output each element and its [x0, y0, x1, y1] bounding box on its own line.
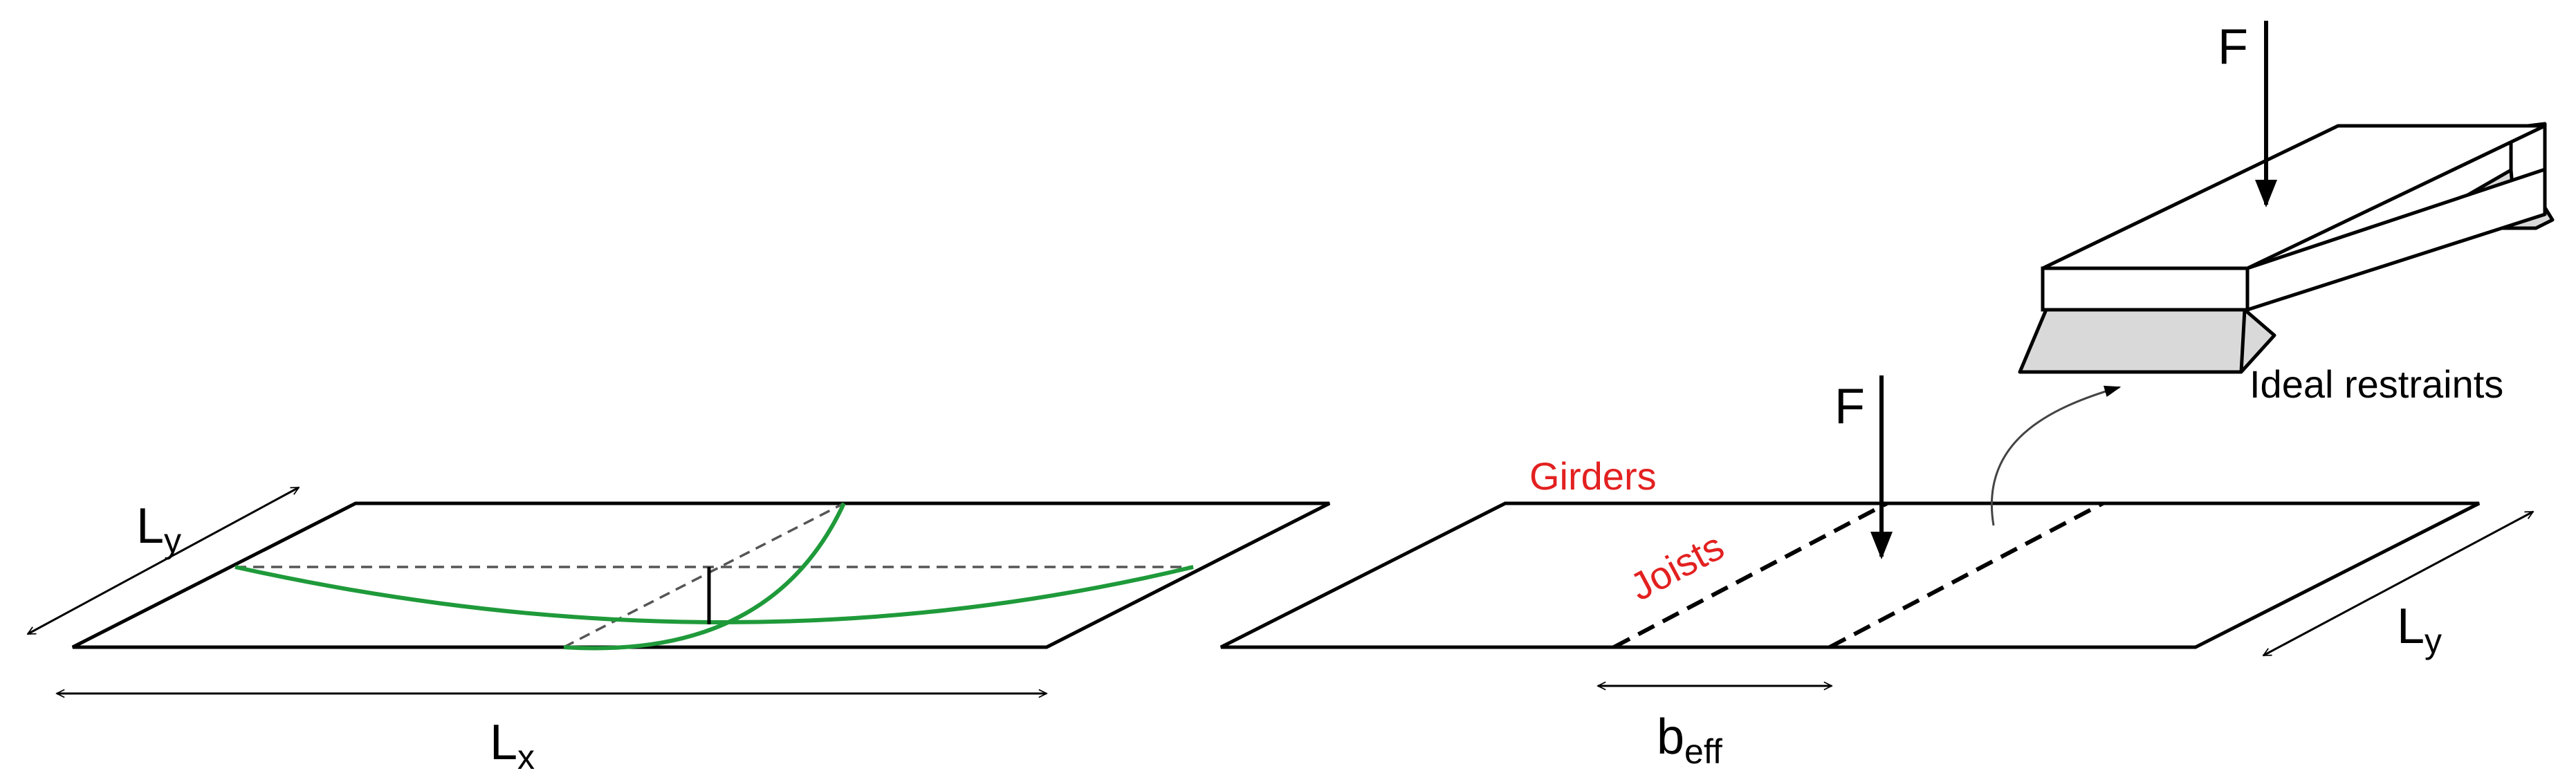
beam-top-face	[2041, 124, 2547, 270]
right-slab-outline	[1220, 501, 2481, 649]
lx-label: Lx	[490, 715, 535, 776]
girders-label: Girders	[1529, 454, 1657, 498]
deflection-curve-x	[234, 565, 1194, 624]
ly-dimension-arrow-right	[2263, 510, 2533, 657]
ideal-restraints-caption: Ideal restraints	[2250, 362, 2503, 406]
right-slab-panel: Girders Joists F beff Ly	[1220, 375, 2533, 771]
left-slab-midline-y	[563, 502, 845, 649]
left-slab-outline	[71, 501, 1331, 649]
ly-label-left: Ly	[136, 499, 181, 560]
point-load-label: F	[1834, 379, 1865, 434]
inset-pointer-arrow	[1990, 385, 2122, 526]
left-support-wedge	[2018, 308, 2276, 374]
beam-long-face	[2245, 167, 2547, 312]
ly-dimension-arrow-left	[28, 486, 299, 635]
ideal-restraint-inset: F Ideal restraints	[2018, 19, 2555, 406]
left-support-edge	[2239, 309, 2247, 373]
joist-line-1	[1612, 501, 1888, 649]
ly-label-right: Ly	[2397, 599, 2442, 660]
inset-load-label: F	[2218, 19, 2248, 75]
joist-line-2	[1828, 501, 2104, 649]
beam-front-face	[2041, 266, 2250, 312]
beff-label: beff	[1657, 709, 1722, 771]
left-slab-panel: Lx Ly	[28, 486, 1331, 776]
deflection-curve-y	[563, 502, 846, 651]
